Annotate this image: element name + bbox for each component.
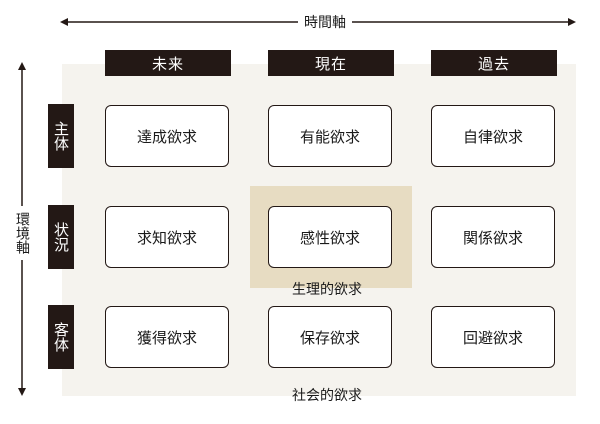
cell-autonomy-need: 自律欲求	[431, 105, 555, 167]
row-header-object: 客体	[48, 305, 74, 369]
cell-avoidance-need: 回避欲求	[431, 306, 555, 368]
row-header-subject: 主体	[48, 104, 74, 168]
cell-relatedness-need: 関係欲求	[431, 206, 555, 268]
cell-achievement-need: 達成欲求	[105, 105, 229, 167]
time-axis-arrow-right	[568, 18, 576, 26]
cell-sensory-need: 感性欲求	[268, 206, 392, 268]
environment-axis-arrow-bottom	[18, 388, 26, 396]
cell-acquisition-need: 獲得欲求	[105, 306, 229, 368]
cell-preservation-need: 保存欲求	[268, 306, 392, 368]
caption-physiological-needs: 生理的欲求	[292, 282, 362, 298]
row-header-situation: 状況	[48, 205, 74, 269]
caption-social-needs: 社会的欲求	[292, 388, 362, 404]
column-header-present: 現在	[268, 50, 394, 76]
time-axis-arrow-left	[60, 18, 68, 26]
cell-competence-need: 有能欲求	[268, 105, 392, 167]
column-header-past: 過去	[431, 50, 557, 76]
time-axis-label: 時間軸	[298, 12, 352, 32]
environment-axis-arrow-top	[18, 62, 26, 70]
cell-knowledge-need: 求知欲求	[105, 206, 229, 268]
column-header-future: 未来	[105, 50, 231, 76]
environment-axis-label: 環境軸	[13, 206, 31, 260]
